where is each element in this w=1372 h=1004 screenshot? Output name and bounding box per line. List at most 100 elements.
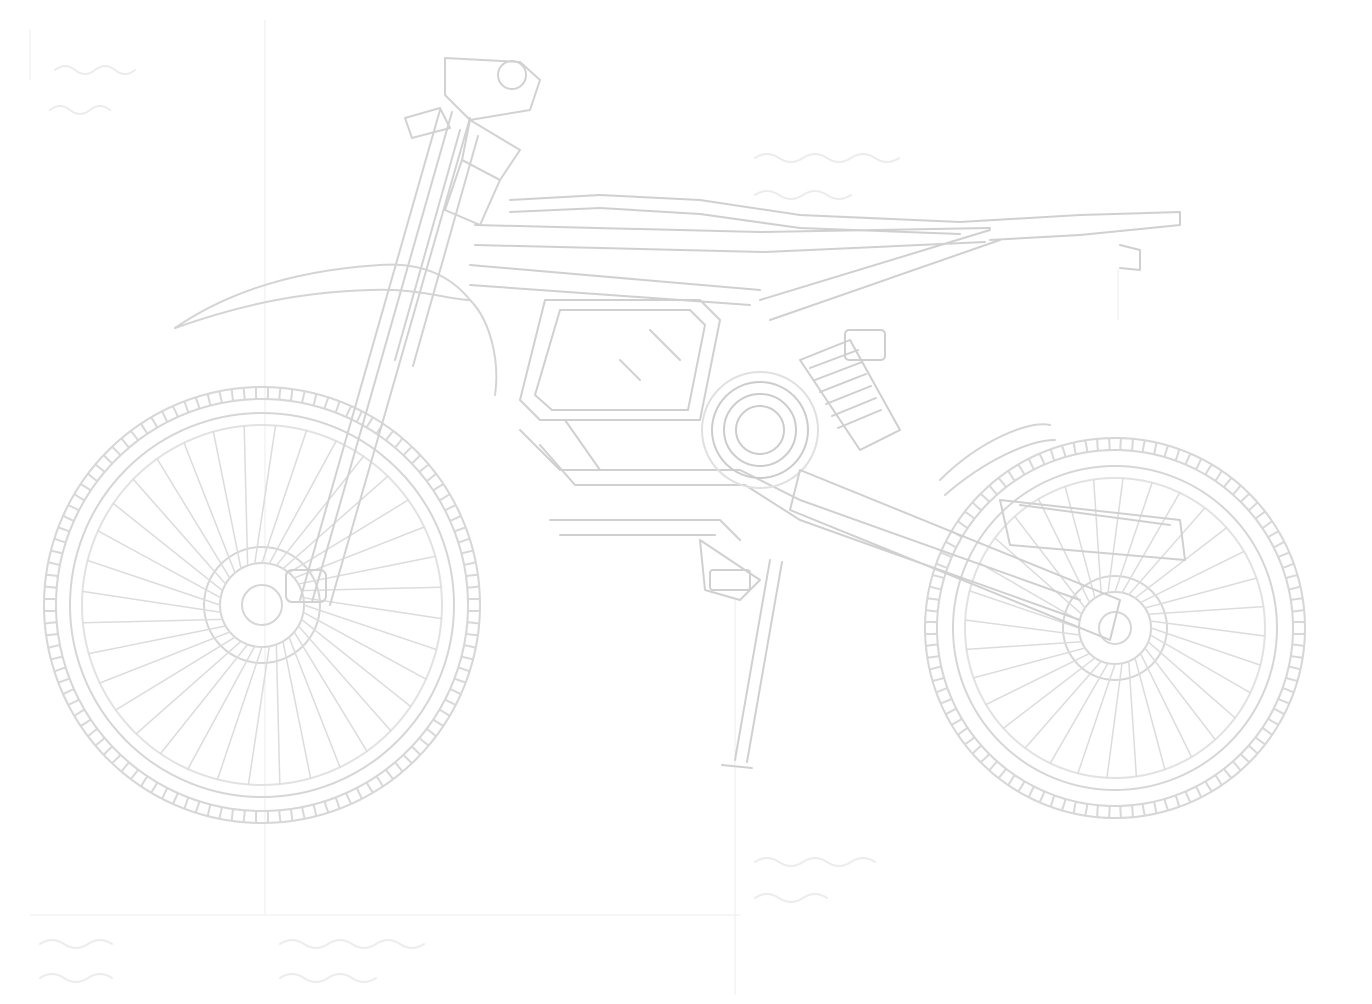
front-wheel-spokes	[81, 424, 443, 786]
wheel-spoke	[86, 559, 221, 606]
tire-knob	[1285, 574, 1302, 591]
tire-knob	[460, 550, 477, 566]
tire-knob	[301, 803, 317, 820]
tire-knob	[454, 666, 471, 684]
tire-knob	[924, 621, 938, 635]
tire-knob	[1096, 437, 1111, 452]
wheel-spoke	[1147, 641, 1236, 719]
tire-knob	[1141, 439, 1158, 455]
rear-fender	[939, 423, 1056, 496]
tire-knob	[945, 708, 963, 726]
wheel-spoke	[1024, 660, 1102, 749]
tire-knob	[207, 803, 223, 820]
wheel-spoke	[1107, 477, 1124, 594]
wheel-spoke	[135, 640, 242, 735]
tire-knob	[1185, 786, 1202, 803]
wheel-spoke	[87, 625, 227, 655]
tire-knob	[62, 504, 80, 522]
tire-knob	[972, 493, 990, 511]
wheel-spoke	[972, 647, 1086, 679]
tire-knob	[1223, 477, 1241, 495]
tire-knob	[432, 483, 451, 501]
tire-knob	[47, 550, 64, 566]
tire-knob	[43, 573, 59, 589]
tire-knob	[419, 464, 437, 482]
wheel-spoke	[1037, 498, 1091, 604]
tire-knob	[1096, 804, 1111, 819]
front-wheel-knobs	[43, 386, 481, 824]
wheel-spoke	[1144, 647, 1216, 741]
tire-knob	[53, 526, 70, 544]
wheel-spoke	[187, 645, 256, 770]
tire-knob	[1072, 439, 1089, 455]
tire-knob	[403, 746, 421, 764]
front-fork	[285, 109, 479, 606]
tire-knob	[465, 621, 481, 637]
wheel-spoke	[300, 618, 412, 708]
wheel-spoke	[302, 596, 443, 620]
wheel-spoke	[964, 619, 1081, 636]
wheel-spoke	[159, 643, 249, 755]
wheel-spoke	[1121, 491, 1181, 594]
tire-knob	[1163, 444, 1180, 462]
wheel-spoke	[1139, 652, 1193, 758]
tire-knob	[140, 775, 158, 794]
tire-knob	[366, 775, 384, 794]
wheel-spoke	[82, 618, 224, 624]
tire-knob	[403, 446, 421, 464]
tire-knob	[43, 598, 57, 612]
tire-knob	[345, 787, 363, 805]
tire-knob	[1255, 727, 1273, 745]
wheel-spoke	[1092, 478, 1102, 596]
tire-knob	[87, 464, 105, 482]
wheel-spoke	[288, 499, 409, 574]
tire-knob	[989, 477, 1007, 495]
wheel-spoke	[97, 530, 222, 599]
rear-shock	[799, 329, 901, 451]
guide-lines	[29, 19, 1119, 996]
tire-knob	[460, 644, 477, 660]
wheel-spoke	[253, 424, 277, 565]
swingarm	[789, 469, 1186, 641]
front-fender	[174, 263, 498, 396]
tire-knob	[1028, 786, 1045, 803]
tire-knob	[43, 621, 59, 637]
tire-knob	[1255, 511, 1273, 529]
wheel-spoke	[994, 537, 1083, 615]
wheel-spoke	[1077, 663, 1116, 775]
tire-knob	[1285, 665, 1302, 682]
tire-knob	[1007, 464, 1025, 482]
wheel-spoke	[1144, 577, 1258, 609]
wheel-spoke	[293, 631, 368, 752]
tire-knob	[1240, 493, 1258, 511]
rear-wheel-spokes	[964, 477, 1266, 779]
tire-knob	[989, 761, 1007, 779]
tire-knob	[1050, 794, 1067, 812]
wheel-spoke	[1064, 485, 1096, 599]
tire-knob	[385, 762, 403, 780]
footpeg	[699, 539, 761, 601]
wheel-spoke	[302, 611, 427, 680]
tire-knob	[467, 598, 481, 612]
tire-knob	[957, 511, 975, 529]
wheel-spoke	[243, 425, 249, 567]
tire-knob	[1141, 801, 1158, 817]
tire-knob	[1050, 444, 1067, 462]
wheel-spoke	[247, 645, 271, 786]
tire-knob	[385, 430, 403, 448]
tire-knob	[1292, 621, 1306, 635]
tire-knob	[47, 644, 64, 660]
tire-knob	[62, 688, 80, 706]
tire-knob	[419, 728, 437, 746]
tire-knob	[972, 745, 990, 763]
wheel-spoke	[268, 440, 337, 565]
wheel-spoke	[275, 455, 365, 567]
wheel-spoke	[1134, 657, 1166, 771]
tire-knob	[1290, 643, 1306, 659]
wheel-spoke	[282, 640, 312, 780]
tire-knob	[935, 552, 953, 569]
tire-knob	[255, 386, 269, 400]
wheel-spoke	[1106, 662, 1123, 779]
